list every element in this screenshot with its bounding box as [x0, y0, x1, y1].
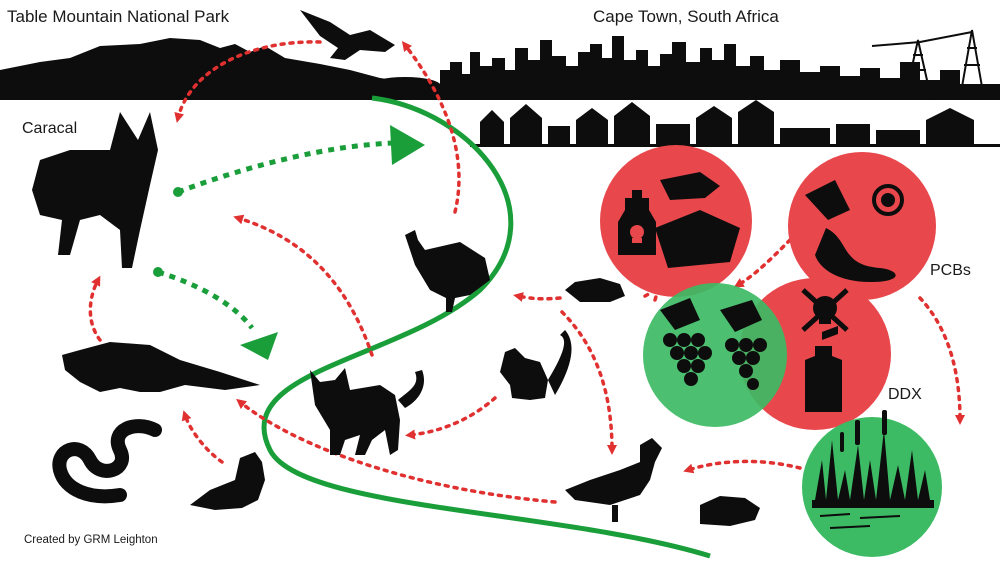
spray-icon	[805, 326, 842, 412]
ddx-label: DDX	[888, 386, 922, 403]
contaminant-sources	[600, 145, 942, 557]
eagle-icon	[300, 10, 395, 60]
rat-icon	[545, 278, 625, 306]
grapes-icon	[660, 298, 767, 390]
skull-crossbones-icon	[801, 288, 849, 332]
pylon-icons	[871, 29, 985, 99]
spill-icon	[805, 180, 896, 282]
red-arrows	[88, 40, 965, 504]
skull-icon	[630, 225, 644, 243]
green-arrows	[153, 125, 425, 360]
mouse-icon	[665, 496, 760, 526]
city-skyline	[440, 36, 1000, 98]
mongoose-icon	[62, 342, 260, 392]
guineafowl-icon	[405, 230, 490, 312]
dove-icon	[190, 452, 265, 510]
wetland-icon	[812, 410, 934, 529]
snake-icon	[52, 419, 162, 504]
duck-icon	[565, 438, 662, 522]
houses-row	[470, 100, 1000, 147]
stadium-icon	[369, 77, 441, 95]
caracal-label: Caracal	[22, 120, 78, 137]
skyline	[0, 29, 1000, 147]
pcbs-label: PCBs	[930, 262, 971, 279]
vineyard-circle	[643, 283, 787, 427]
park-label: Table Mountain National Park	[7, 7, 230, 26]
cat-icon	[310, 368, 425, 455]
bottle-icon	[618, 190, 656, 255]
table-mountain-silhouette	[0, 38, 450, 98]
caracal-icon	[32, 112, 158, 268]
squirrel-icon	[500, 330, 572, 400]
urban-edge-line	[261, 95, 711, 559]
tray-icon	[655, 210, 740, 268]
credit-label: Created by GRM Leighton	[24, 534, 158, 546]
city-label: Cape Town, South Africa	[593, 7, 779, 26]
biohazard-icon	[872, 184, 904, 216]
debris-icon	[660, 172, 720, 200]
